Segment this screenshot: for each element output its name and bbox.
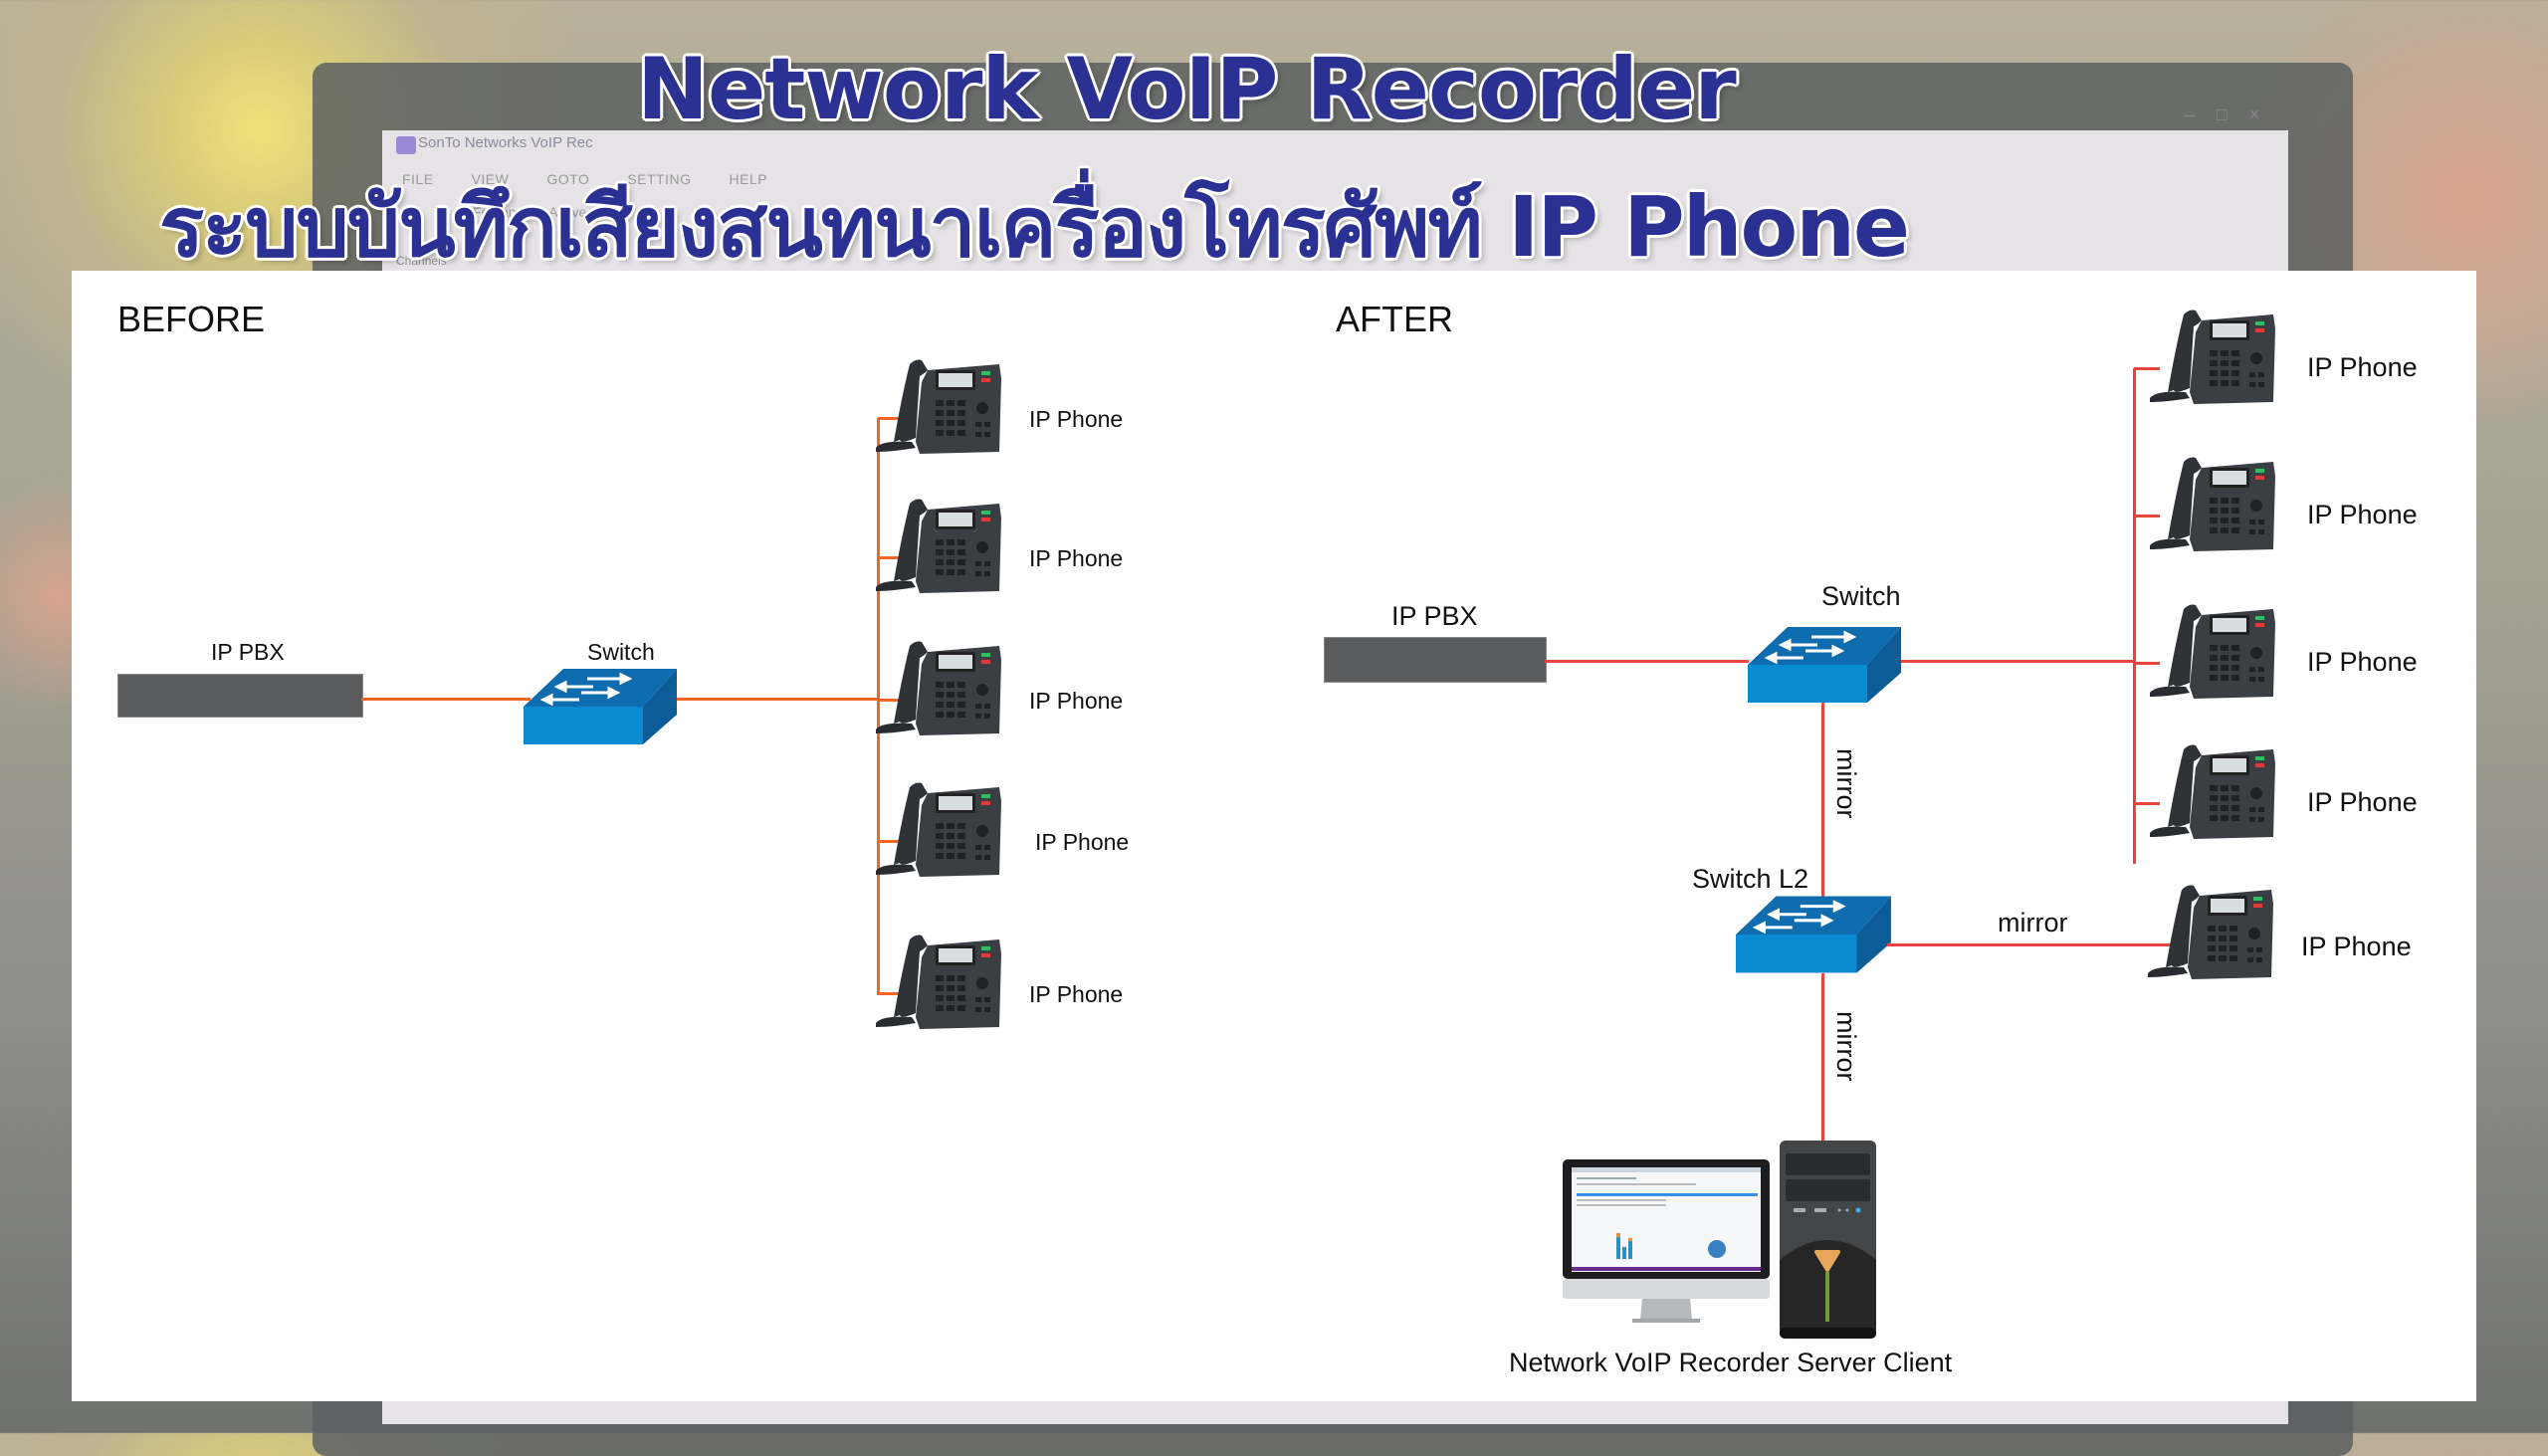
server-tower-icon <box>1780 1141 1876 1339</box>
mirror-label-lower: mirror <box>1831 1011 1861 1082</box>
after-mirror-link-upper <box>1821 703 1824 898</box>
after-link-switch-trunk <box>1901 660 2134 663</box>
menu-file: FILE <box>402 171 434 187</box>
menu-setting: SETTING <box>627 171 692 187</box>
menu-goto: GOTO <box>546 171 590 187</box>
after-phone-label: IP Phone <box>2307 352 2418 382</box>
after-phone <box>2146 601 2285 708</box>
after-mirror-link-phone <box>1887 943 2182 946</box>
mirrored-phone-label: IP Phone <box>2301 932 2412 961</box>
menu-view: VIEW <box>471 171 510 187</box>
background-window-title: SonTo Networks VoIP Rec <box>418 134 593 151</box>
before-phone <box>872 356 1011 463</box>
ip-phone-icon <box>876 935 1001 1029</box>
before-heading: BEFORE <box>117 299 266 339</box>
ip-phone-icon <box>2148 885 2273 979</box>
after-phone <box>2146 741 2285 848</box>
after-heading: AFTER <box>1336 299 1454 339</box>
ip-phone-icon <box>2150 457 2275 551</box>
after-phone <box>2146 454 2285 560</box>
before-phone-label: IP Phone <box>1035 829 1130 855</box>
after-phone-link <box>2134 802 2160 805</box>
mirror-label-upper: mirror <box>1831 748 1861 819</box>
minimize-icon: – <box>2185 104 2218 124</box>
ip-phone-icon <box>2150 310 2275 404</box>
diagram-panel <box>72 271 2476 1401</box>
after-phone-link <box>2134 515 2160 518</box>
background-toolbar-text: Fo hannels, Active <box>473 204 587 220</box>
before-phone-link <box>878 840 902 843</box>
ip-phone-icon <box>876 499 1001 593</box>
before-phone-link <box>878 699 902 702</box>
before-trunk-line <box>877 418 880 995</box>
before-phone-link <box>878 417 902 420</box>
ip-phone-icon <box>876 782 1001 877</box>
after-trunk-line <box>2133 368 2136 864</box>
ip-phone-icon <box>876 641 1001 735</box>
background-window-controls: –□× <box>2185 104 2281 125</box>
before-link-pbx-switch <box>361 698 531 701</box>
ip-phone-icon <box>876 359 1001 454</box>
before-ip-pbx <box>117 674 363 718</box>
before-phone <box>872 638 1011 744</box>
before-switch-label: Switch <box>587 639 655 665</box>
before-pbx-label: IP PBX <box>211 639 285 665</box>
before-phone <box>872 932 1011 1038</box>
mirror-label-horizontal: mirror <box>1998 908 2068 937</box>
ip-phone-icon <box>2150 744 2275 839</box>
before-phone <box>872 779 1011 886</box>
before-phone-label: IP Phone <box>1029 688 1124 714</box>
after-ip-pbx <box>1324 637 1547 683</box>
mirrored-phone <box>2144 882 2283 988</box>
after-phone-label: IP Phone <box>2307 647 2418 677</box>
before-phone <box>872 496 1011 602</box>
after-phone-link <box>2134 367 2160 370</box>
before-phone-link <box>878 992 902 995</box>
after-phone-label: IP Phone <box>2307 787 2418 817</box>
close-icon: × <box>2248 104 2282 124</box>
after-link-pbx-switch <box>1545 660 1749 663</box>
background-sidebar-label: Channels <box>396 254 447 268</box>
before-network-switch-icon <box>524 669 677 744</box>
ip-phone-icon <box>2150 604 2275 699</box>
page-title: Network VoIP Recorder <box>637 40 1737 139</box>
after-mirror-link-lower <box>1821 973 1824 1141</box>
before-phone-label: IP Phone <box>1029 981 1124 1007</box>
after-pbx-label: IP PBX <box>1391 601 1478 631</box>
before-phone-link <box>878 556 902 559</box>
maximize-icon: □ <box>2217 104 2249 124</box>
after-phone-link <box>2134 662 2160 665</box>
page-subtitle-thai: ระบบบันทึกเสียงสนทนาเครื่องโทรศัพท์ IP P… <box>159 178 1910 276</box>
background-menu-bar: FILE VIEW GOTO SETTING HELP <box>402 171 805 187</box>
before-phone-label: IP Phone <box>1029 545 1124 571</box>
before-link-switch-trunk <box>677 698 878 701</box>
app-icon <box>396 136 416 154</box>
menu-help: HELP <box>729 171 768 187</box>
switch-l2-icon <box>1736 896 1891 973</box>
before-phone-label: IP Phone <box>1029 406 1124 432</box>
monitor-icon <box>1563 1159 1770 1323</box>
switch-l2-label: Switch L2 <box>1692 864 1809 894</box>
after-phone-label: IP Phone <box>2307 500 2418 529</box>
after-phone <box>2146 307 2285 413</box>
after-network-switch-icon <box>1748 627 1901 703</box>
after-switch-label: Switch <box>1821 581 1901 611</box>
recorder-caption: Network VoIP Recorder Server Client <box>1509 1348 1953 1377</box>
